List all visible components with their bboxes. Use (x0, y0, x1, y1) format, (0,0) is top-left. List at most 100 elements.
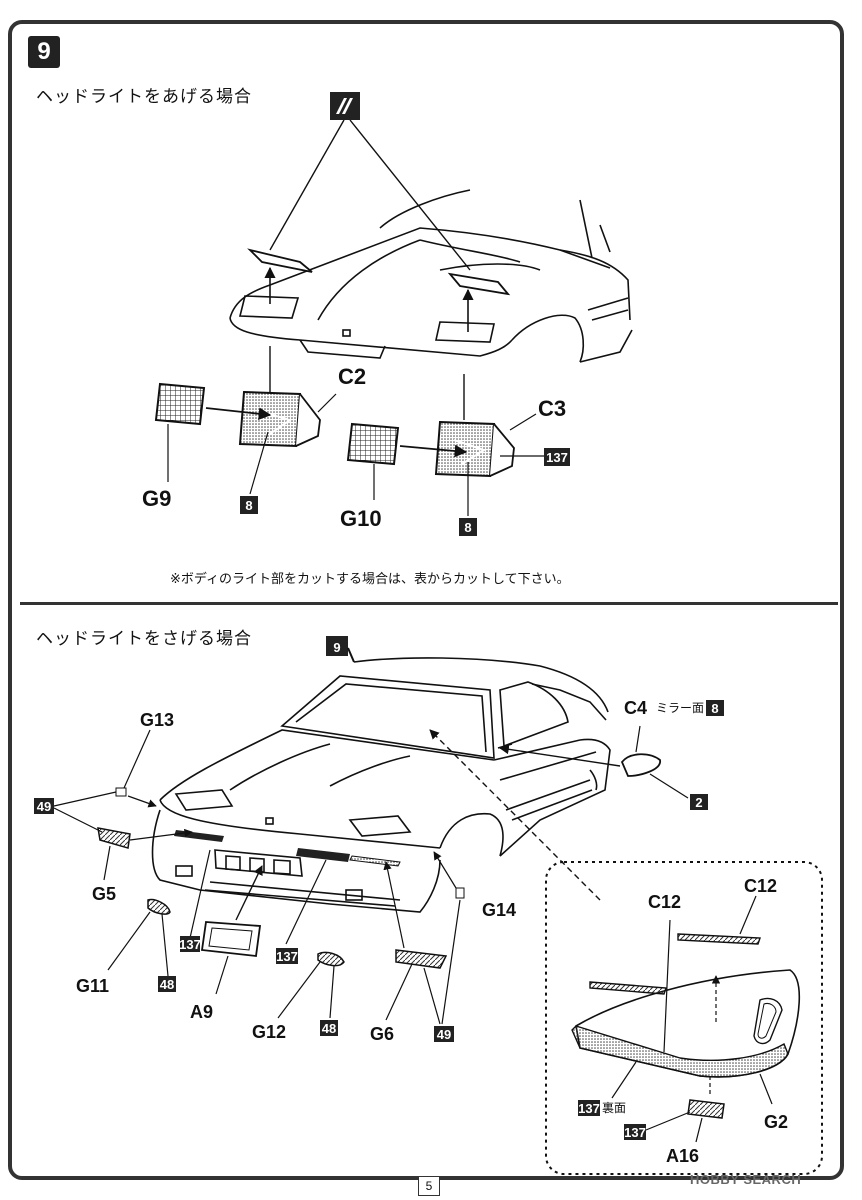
leader-c12-right (739, 895, 757, 935)
label-g6: G6 (370, 1024, 394, 1044)
a16-part-shape (687, 1099, 725, 1119)
leader-c2 (317, 393, 337, 413)
leader-c12-left (663, 919, 671, 1053)
label-g12: G12 (252, 1022, 286, 1042)
color-badge-137-bg (544, 448, 570, 466)
car-front-raised (229, 189, 633, 363)
g10-lens-shape (346, 422, 400, 466)
label-g14: G14 (482, 900, 516, 920)
label-a9: A9 (190, 1002, 213, 1022)
arrow-g14 (433, 851, 457, 889)
color-badge-137: 137 (546, 450, 568, 465)
c12-strip-left (589, 981, 667, 995)
label-g13: G13 (140, 710, 174, 730)
leaders-49-a (53, 791, 117, 833)
g12-part-shape (317, 951, 345, 967)
c4-mirror-shape (620, 753, 661, 777)
cut-note: ※ボディのライト部をカットする場合は、表からカットして下さい。 (170, 572, 570, 587)
leader-137-reverse (611, 1061, 637, 1099)
color-badge-c2: 8 (245, 498, 252, 513)
g9-lens-shape (154, 382, 206, 426)
label-g5: G5 (92, 884, 116, 904)
front-strip-right (349, 855, 401, 867)
cbadge-137d: 137 (624, 1125, 646, 1140)
cbadge-49b-bg (434, 1026, 454, 1042)
cbadge-137a-bg (180, 936, 200, 952)
label-a16: A16 (666, 1146, 699, 1166)
cbadge-48b: 48 (322, 1021, 336, 1036)
leader-g12 (277, 961, 321, 1019)
label-reverse: 裏面 (602, 1100, 626, 1115)
c12-strip-right (677, 933, 761, 945)
label-c3: C3 (538, 396, 566, 421)
label-g10: G10 (340, 506, 382, 531)
icon-leaders (269, 119, 471, 271)
leader-g6 (385, 963, 413, 1021)
cbadge-48b-bg (320, 1020, 338, 1036)
detail-bumper (571, 969, 801, 1078)
leaders-49-b (423, 899, 461, 1025)
page-number: 5 (418, 1176, 440, 1196)
cbadge-137b: 137 (276, 949, 298, 964)
g5-part-shape (97, 827, 131, 849)
cbadge-48a: 48 (160, 977, 174, 992)
popup-lid-right (447, 272, 511, 296)
step-number-badge: 9 (28, 36, 60, 68)
arrow-g6 (383, 861, 405, 949)
car-body (151, 657, 611, 913)
leader-c4 (635, 725, 641, 753)
label-c12-right: C12 (744, 876, 777, 896)
arrow-g5 (129, 828, 193, 841)
c2-housing-shape (238, 390, 321, 448)
leader-g13 (123, 729, 151, 789)
ref-step-pointer (347, 647, 355, 663)
section-title-raise: ヘッドライトをあげる場合 (36, 87, 252, 107)
leader-a9 (215, 955, 229, 995)
detail-pointer (429, 729, 601, 901)
section-title-lower: ヘッドライトをさげる場合 (36, 629, 252, 649)
ref-step-badge-bg (326, 636, 348, 656)
label-c12-left: C12 (648, 892, 681, 912)
leader-48-a (161, 913, 169, 977)
leader-137-b (285, 859, 327, 945)
cbadge-137d-bg (624, 1124, 646, 1140)
arrow-g10-to-c3 (399, 444, 468, 458)
leader-color-2 (649, 773, 689, 799)
front-strip-mid (296, 848, 350, 862)
g11-part-shape (147, 898, 171, 915)
cbadge-137c: 137 (578, 1101, 600, 1116)
cbadge-137b-bg (276, 948, 298, 964)
leader-48-b (329, 965, 335, 1019)
popup-lid-left (247, 248, 313, 273)
cbadge-48a-bg (158, 976, 176, 992)
label-c2: C2 (338, 364, 366, 389)
label-c4: C4 (624, 698, 647, 718)
arrow-a9 (235, 865, 263, 921)
cbadge-2-bg (690, 794, 708, 810)
g14-part-shape (455, 887, 465, 899)
color-badge-c2-bg (240, 496, 258, 514)
cbadge-8: 8 (711, 701, 718, 716)
arrow-g13 (127, 795, 157, 808)
watermark: HOBBY SEARCH (690, 1172, 802, 1187)
leader-g11 (107, 911, 151, 971)
leader-137-a16 (645, 1111, 691, 1131)
cbadge-2: 2 (695, 795, 702, 810)
color-badge-c3-bg (459, 518, 477, 536)
cbadge-137c-bg (578, 1100, 600, 1116)
label-mirror: ミラー面 (656, 701, 704, 715)
arrow-c4 (499, 744, 621, 767)
a9-plate-shape (200, 921, 262, 957)
paint-icon (330, 92, 360, 120)
cbadge-137a: 137 (179, 937, 201, 952)
leader-g5 (103, 845, 111, 881)
cbadge-49a: 49 (37, 799, 51, 814)
leader-g2 (759, 1073, 773, 1105)
label-g9: G9 (142, 486, 171, 511)
cbadge-49a-bg (34, 798, 54, 814)
cbadge-49b: 49 (437, 1027, 451, 1042)
ref-step-badge: 9 (333, 640, 340, 655)
front-strip-left (174, 830, 224, 842)
leader-c2-color (249, 431, 269, 495)
